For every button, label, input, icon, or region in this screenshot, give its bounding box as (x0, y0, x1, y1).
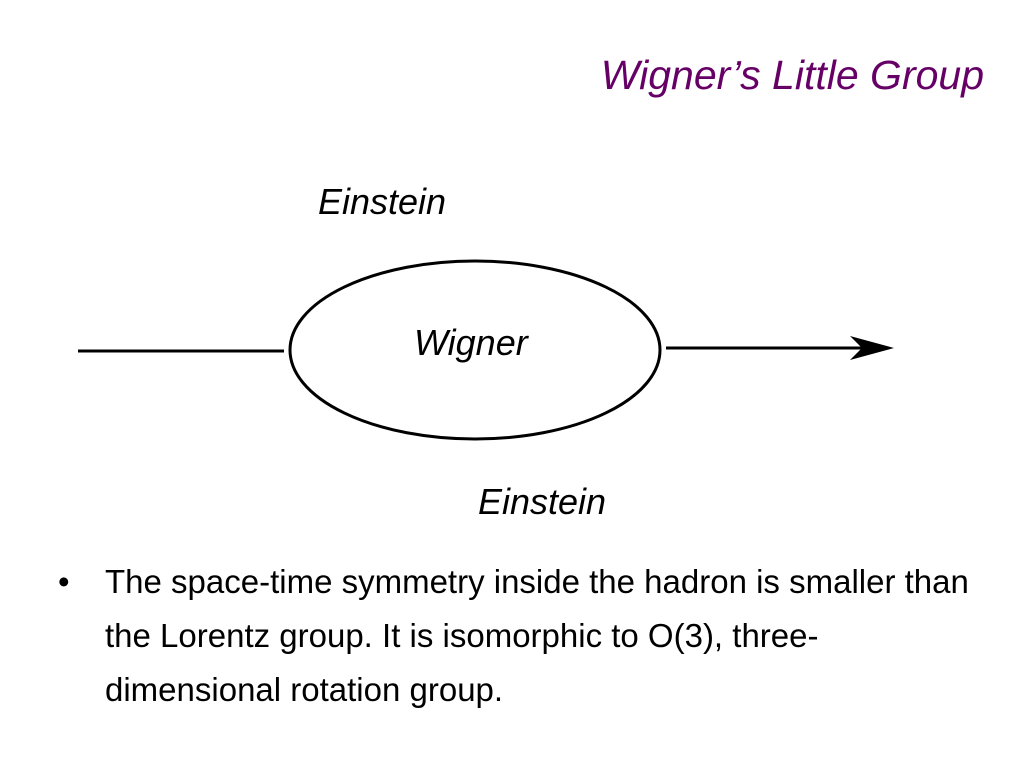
wigner-ellipse (288, 259, 662, 441)
bullet-icon: • (58, 563, 70, 600)
bullet-item: • The space-time symmetry inside the had… (58, 555, 978, 717)
wigner-diagram: Einstein Wigner Einstein (78, 181, 894, 522)
arrowhead-icon (850, 336, 894, 360)
diagram-drawing (78, 259, 894, 441)
label-wigner: Wigner (414, 322, 528, 363)
bullet-text: The space-time symmetry inside the hadro… (105, 563, 969, 708)
slide-title: Wigner’s Little Group (600, 52, 984, 98)
bullet-list: • The space-time symmetry inside the had… (58, 555, 978, 717)
label-einstein-bottom: Einstein (478, 481, 607, 522)
label-einstein-top: Einstein (318, 181, 447, 222)
